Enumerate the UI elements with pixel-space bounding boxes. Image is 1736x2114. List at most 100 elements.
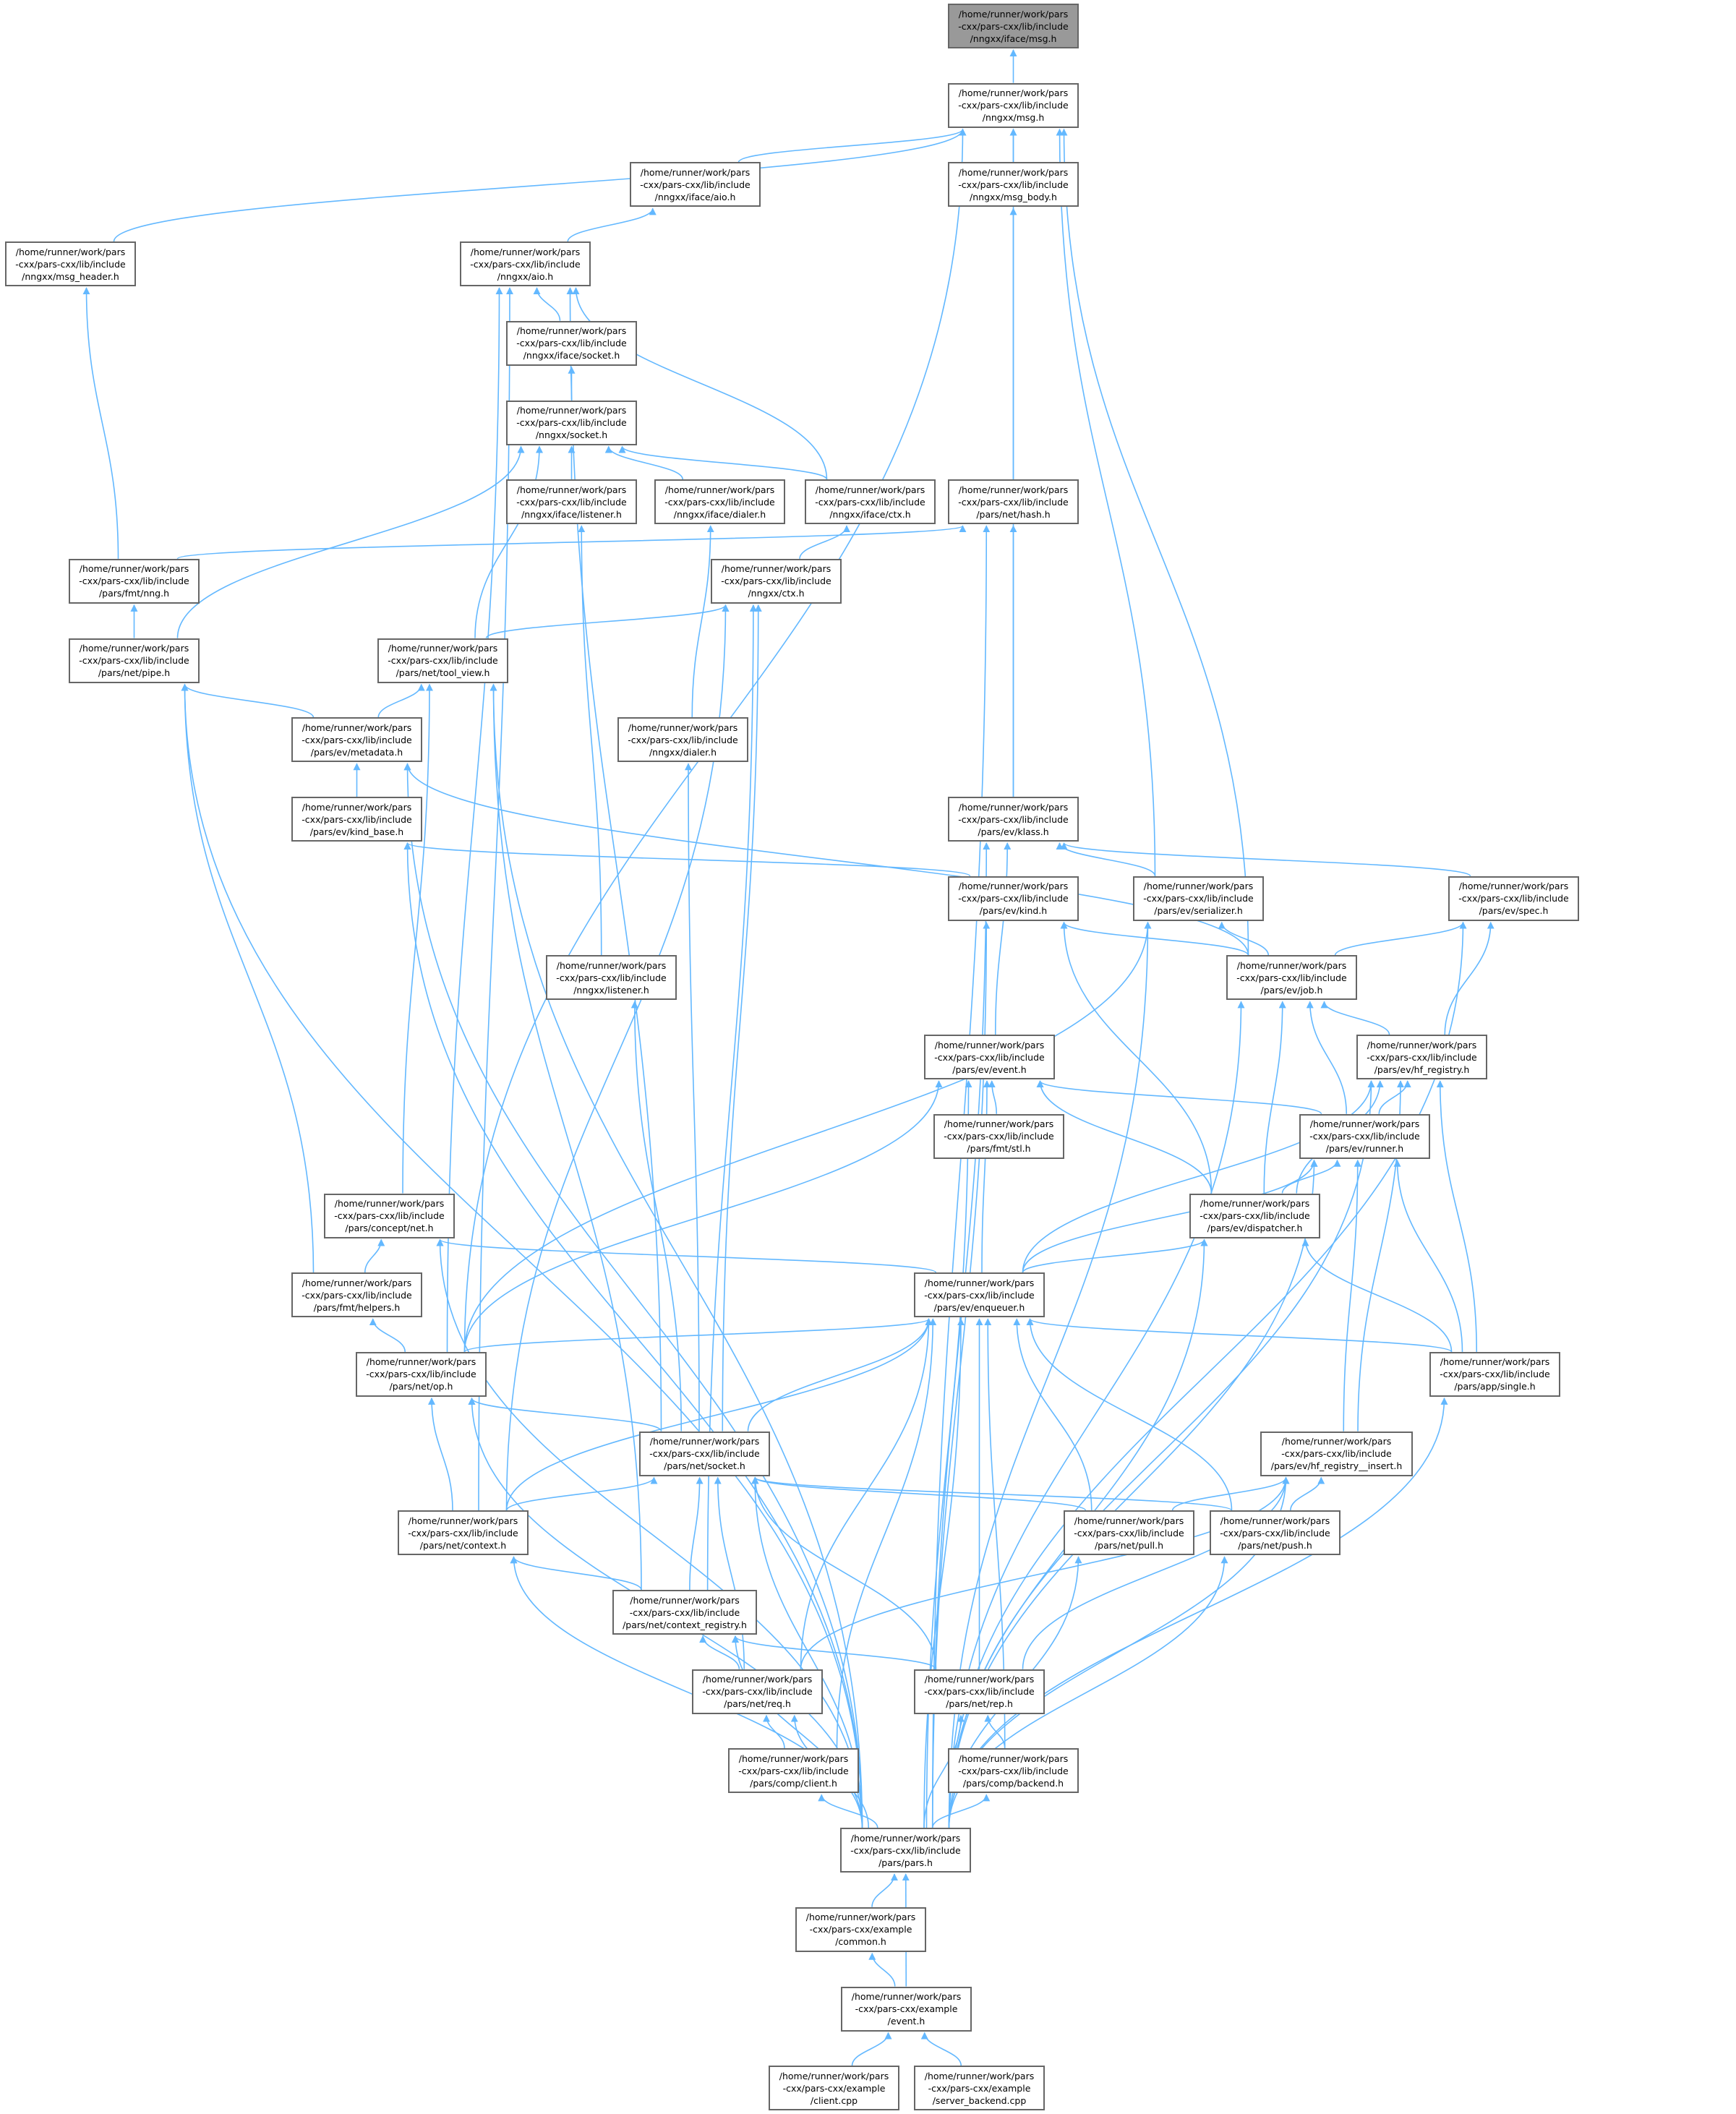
file-node-aio[interactable]: /home/runner/work/pars-cxx/pars-cxx/lib/… <box>460 241 591 287</box>
file-node-ctx[interactable]: /home/runner/work/pars-cxx/pars-cxx/lib/… <box>711 558 842 604</box>
file-node-ex-common[interactable]: /home/runner/work/pars-cxx/pars-cxx/exam… <box>795 1907 926 1952</box>
include-edge <box>1306 1001 1348 1114</box>
file-node-tool-view[interactable]: /home/runner/work/pars-cxx/pars-cxx/lib/… <box>377 638 508 683</box>
include-edge <box>732 1635 863 1828</box>
file-node-iface-ctx[interactable]: /home/runner/work/pars-cxx/pars-cxx/lib/… <box>805 479 936 525</box>
file-node-enqueuer[interactable]: /home/runner/work/pars-cxx/pars-cxx/lib/… <box>914 1272 1045 1318</box>
file-path-line: /home/runner/work/pars <box>738 1753 849 1764</box>
file-path-line: /home/runner/work/pars <box>1200 1198 1310 1209</box>
file-path-line: -cxx/pars-cxx/lib/include <box>702 1686 813 1698</box>
file-path-line: /home/runner/work/pars <box>649 1436 760 1447</box>
file-node-net-pipe[interactable]: /home/runner/work/pars-cxx/pars-cxx/lib/… <box>69 638 200 683</box>
file-node-hf-registry[interactable]: /home/runner/work/pars-cxx/pars-cxx/lib/… <box>1356 1035 1487 1080</box>
file-path-line: /home/runner/work/pars <box>556 959 667 971</box>
file-node-msg[interactable]: /home/runner/work/pars-cxx/pars-cxx/lib/… <box>948 82 1079 128</box>
file-node-kind[interactable]: /home/runner/work/pars-cxx/pars-cxx/lib/… <box>948 876 1079 921</box>
file-node-ex-server[interactable]: /home/runner/work/pars-cxx/pars-cxx/exam… <box>914 2066 1045 2111</box>
file-node-iface-listener[interactable]: /home/runner/work/pars-cxx/pars-cxx/lib/… <box>506 479 637 525</box>
file-path-line: /home/runner/work/pars <box>334 1198 445 1209</box>
include-edge <box>82 287 119 559</box>
include-edge <box>1036 1080 1322 1115</box>
file-node-net-hash[interactable]: /home/runner/work/pars-cxx/pars-cxx/lib/… <box>948 479 1079 525</box>
file-path-line: -cxx/pars-cxx/lib/include <box>934 1051 1045 1063</box>
file-node-iface-dialer[interactable]: /home/runner/work/pars-cxx/pars-cxx/lib/… <box>654 479 785 525</box>
file-node-dispatcher[interactable]: /home/runner/work/pars-cxx/pars-cxx/lib/… <box>1189 1193 1320 1238</box>
file-node-socket[interactable]: /home/runner/work/pars-cxx/pars-cxx/lib/… <box>506 400 637 445</box>
file-node-serializer[interactable]: /home/runner/work/pars-cxx/pars-cxx/lib/… <box>1133 876 1264 921</box>
file-path-line: /pars/ev/spec.h <box>1479 905 1549 917</box>
file-node-hf-insert[interactable]: /home/runner/work/pars-cxx/pars-cxx/lib/… <box>1260 1431 1413 1476</box>
file-node-net-socket[interactable]: /home/runner/work/pars-cxx/pars-cxx/lib/… <box>639 1431 770 1476</box>
file-node-comp-backend[interactable]: /home/runner/work/pars-cxx/pars-cxx/lib/… <box>948 1748 1079 1794</box>
include-edge <box>618 445 828 480</box>
file-node-fmt-nng[interactable]: /home/runner/work/pars-cxx/pars-cxx/lib/… <box>69 558 200 604</box>
file-node-job[interactable]: /home/runner/work/pars-cxx/pars-cxx/lib/… <box>1226 955 1357 1001</box>
file-node-net-op[interactable]: /home/runner/work/pars-cxx/pars-cxx/lib/… <box>356 1351 487 1397</box>
file-node-runner[interactable]: /home/runner/work/pars-cxx/pars-cxx/lib/… <box>1299 1113 1430 1159</box>
file-path-line: -cxx/pars-cxx/lib/include <box>15 258 126 270</box>
file-node-ex-client[interactable]: /home/runner/work/pars-cxx/pars-cxx/exam… <box>769 2066 899 2111</box>
file-path-line: /pars/net/tool_view.h <box>395 667 490 679</box>
include-edge <box>868 1952 896 1987</box>
file-node-iface-socket[interactable]: /home/runner/work/pars-cxx/pars-cxx/lib/… <box>506 320 637 366</box>
file-path-line: -cxx/pars-cxx/lib/include <box>79 655 189 667</box>
file-path-line: /home/runner/work/pars <box>702 1674 813 1685</box>
file-node-net-pull[interactable]: /home/runner/work/pars-cxx/pars-cxx/lib/… <box>1064 1510 1194 1556</box>
file-path-line: /home/runner/work/pars <box>79 643 189 654</box>
include-edge <box>1060 842 1471 877</box>
file-node-fmt-stl[interactable]: /home/runner/work/pars-cxx/pars-cxx/lib/… <box>933 1113 1064 1159</box>
file-path-line: /home/runner/work/pars <box>388 643 498 654</box>
file-node-net-req[interactable]: /home/runner/work/pars-cxx/pars-cxx/lib/… <box>692 1669 823 1714</box>
file-path-line: /pars/net/hash.h <box>976 508 1051 520</box>
file-node-msg-body[interactable]: /home/runner/work/pars-cxx/pars-cxx/lib/… <box>948 162 1079 207</box>
include-edge <box>578 525 602 956</box>
include-edge <box>751 1476 1233 1512</box>
include-edge <box>732 1635 937 1670</box>
file-node-listener[interactable]: /home/runner/work/pars-cxx/pars-cxx/lib/… <box>546 955 677 1001</box>
file-node-event[interactable]: /home/runner/work/pars-cxx/pars-cxx/lib/… <box>924 1035 1055 1080</box>
file-node-klass[interactable]: /home/runner/work/pars-cxx/pars-cxx/lib/… <box>948 797 1079 842</box>
file-node-fmt-helpers[interactable]: /home/runner/work/pars-cxx/pars-cxx/lib/… <box>291 1272 422 1318</box>
include-edge <box>923 1318 965 1828</box>
include-edge <box>818 1794 878 1828</box>
file-node-net-push[interactable]: /home/runner/work/pars-cxx/pars-cxx/lib/… <box>1210 1510 1341 1556</box>
file-path-line: /home/runner/work/pars <box>470 246 581 257</box>
file-path-line: /home/runner/work/pars <box>1143 881 1254 892</box>
include-edge <box>1343 1159 1361 1432</box>
file-path-line: /home/runner/work/pars <box>924 1277 1035 1288</box>
file-node-concept-net[interactable]: /home/runner/work/pars-cxx/pars-cxx/lib/… <box>324 1193 455 1238</box>
file-node-net-context[interactable]: /home/runner/work/pars-cxx/pars-cxx/lib/… <box>398 1510 529 1556</box>
include-edge <box>1026 1318 1233 1511</box>
file-node-pars[interactable]: /home/runner/work/pars-cxx/pars-cxx/lib/… <box>840 1828 971 1873</box>
file-node-msg-header[interactable]: /home/runner/work/pars-cxx/pars-cxx/lib/… <box>5 241 136 287</box>
file-path-line: -cxx/pars-cxx/lib/include <box>556 972 667 983</box>
file-path-line: /nngxx/iface/dialer.h <box>673 508 766 520</box>
file-node-ex-event[interactable]: /home/runner/work/pars-cxx/pars-cxx/exam… <box>841 1986 972 2032</box>
file-node-iface-aio[interactable]: /home/runner/work/pars-cxx/pars-cxx/lib/… <box>630 162 761 207</box>
file-path-line: /nngxx/msg_header.h <box>22 270 119 282</box>
file-path-line: /home/runner/work/pars <box>779 2070 889 2081</box>
file-path-line: -cxx/pars-cxx/lib/include <box>79 575 189 587</box>
include-edge <box>1056 128 1156 876</box>
file-path-line: /home/runner/work/pars <box>1220 1515 1330 1526</box>
file-node-spec[interactable]: /home/runner/work/pars-cxx/pars-cxx/lib/… <box>1448 876 1579 921</box>
file-node-net-rep[interactable]: /home/runner/work/pars-cxx/pars-cxx/lib/… <box>914 1669 1045 1714</box>
file-path-line: /home/runner/work/pars <box>815 484 925 495</box>
file-node-iface-msg: /home/runner/work/pars-cxx/pars-cxx/lib/… <box>948 4 1079 48</box>
file-path-line: /nngxx/listener.h <box>573 984 649 996</box>
file-node-metadata[interactable]: /home/runner/work/pars-cxx/pars-cxx/lib/… <box>291 717 422 763</box>
file-node-kind-base[interactable]: /home/runner/work/pars-cxx/pars-cxx/lib/… <box>291 797 422 842</box>
include-edge <box>1393 1159 1463 1352</box>
file-path-line: /nngxx/ctx.h <box>748 588 805 599</box>
file-node-context-registry[interactable]: /home/runner/work/pars-cxx/pars-cxx/lib/… <box>612 1590 757 1635</box>
file-path-line: -cxx/pars-cxx/lib/include <box>302 734 412 745</box>
include-edge <box>931 1794 991 1828</box>
file-node-comp-client[interactable]: /home/runner/work/pars-cxx/pars-cxx/lib/… <box>728 1748 859 1794</box>
include-edge <box>1444 921 1495 1035</box>
include-edge <box>763 1714 785 1749</box>
file-path-line: /pars/ev/serializer.h <box>1154 905 1243 917</box>
file-node-dialer[interactable]: /home/runner/work/pars-cxx/pars-cxx/lib/… <box>617 717 748 763</box>
file-path-line: -cxx/pars-cxx/lib/include <box>302 1289 412 1301</box>
file-path-line: -cxx/pars-cxx/lib/include <box>1220 1527 1330 1539</box>
file-node-app-single[interactable]: /home/runner/work/pars-cxx/pars-cxx/lib/… <box>1429 1351 1560 1397</box>
